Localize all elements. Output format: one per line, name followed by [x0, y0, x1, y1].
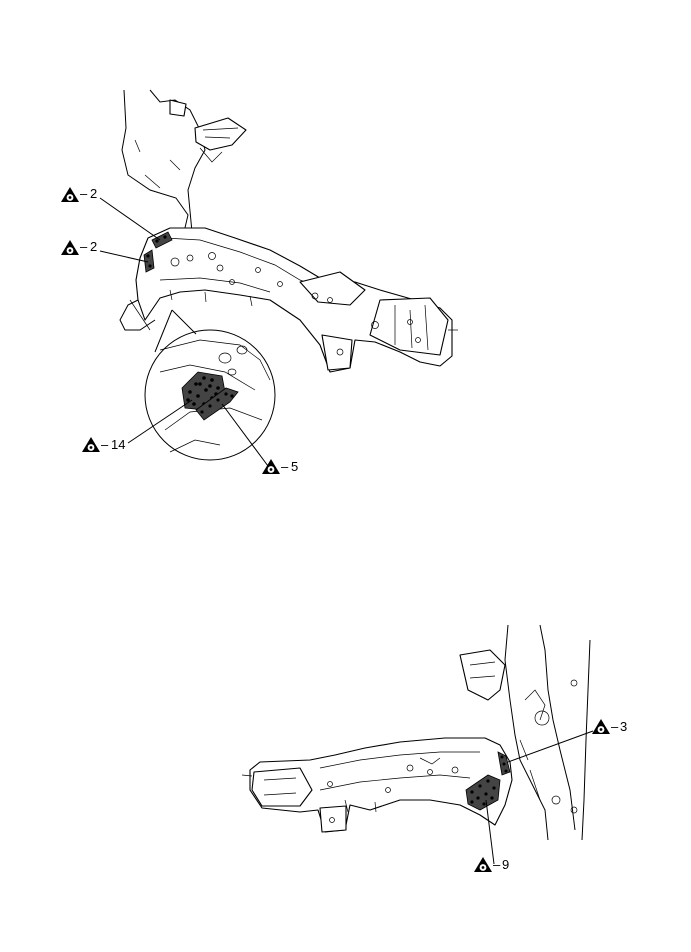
spot-weld-triangle-icon	[592, 719, 610, 734]
callout-detail-b: – 5	[262, 459, 298, 474]
svg-text:–: –	[281, 459, 289, 474]
callout-upper-b: – 2	[61, 239, 97, 255]
lower-leader-b	[485, 799, 495, 865]
lower-weld-patch-b	[465, 774, 501, 811]
callout-detail-a: – 14	[82, 437, 125, 452]
spot-weld-triangle-icon	[61, 187, 79, 202]
upper-pillar-outline	[121, 89, 247, 233]
callout-detail-b-count: 5	[291, 459, 298, 474]
upper-view: – 2 – 2	[61, 89, 458, 474]
spot-weld-triangle-icon	[82, 437, 100, 452]
upper-leader-b	[99, 250, 149, 263]
detail-weld-patch-b	[195, 387, 239, 421]
callout-upper-b-count: 2	[90, 239, 97, 254]
detail-leader-a	[127, 399, 193, 444]
lower-side-member	[241, 737, 513, 833]
svg-text:–: –	[80, 186, 88, 201]
upper-weld-patch-a	[151, 231, 173, 249]
detail-leader-b	[221, 403, 269, 467]
callout-upper-a-count: 2	[90, 186, 97, 201]
spot-weld-triangle-icon	[61, 240, 79, 255]
svg-text:–: –	[611, 719, 619, 734]
callout-lower-b: – 9	[474, 857, 509, 872]
detail-magnifier	[144, 309, 276, 461]
lower-view: – 3 – 9	[241, 624, 627, 872]
spot-weld-triangle-icon	[474, 857, 492, 872]
upper-side-member	[119, 227, 458, 373]
callout-upper-a: – 2	[61, 186, 97, 202]
svg-text:–: –	[80, 239, 88, 254]
callout-lower-a: – 3	[592, 719, 627, 734]
callout-lower-a-count: 3	[620, 719, 627, 734]
upper-leader-a	[99, 197, 161, 241]
lower-weld-patches	[465, 751, 511, 811]
callout-lower-b-count: 9	[502, 857, 509, 872]
lower-pillar-outline	[459, 624, 591, 841]
svg-text:–: –	[493, 857, 501, 872]
callout-detail-a-count: 14	[111, 437, 125, 452]
lower-leader-a	[507, 730, 594, 763]
svg-text:–: –	[101, 437, 109, 452]
upper-weld-patches	[143, 231, 173, 273]
